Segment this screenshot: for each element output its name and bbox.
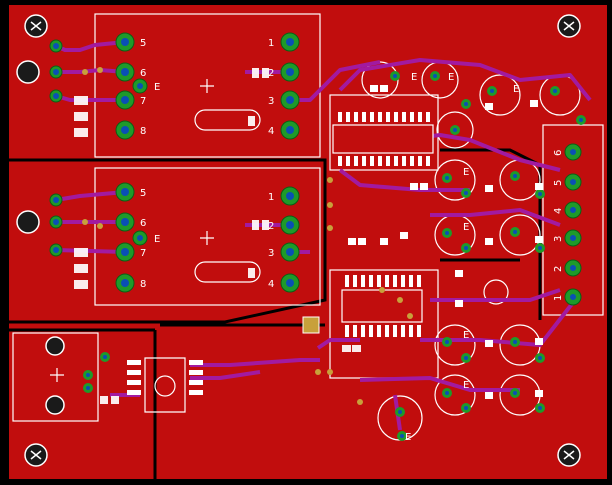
power-jack	[45, 336, 110, 415]
cap-marker-8: E	[405, 432, 411, 443]
relay-bottom-pin-left-1: 5	[140, 188, 146, 199]
terminal-block-icon	[564, 143, 582, 306]
cap-marker-3: E	[513, 84, 519, 95]
relay-top-pin-left-3: 7	[140, 96, 146, 107]
capacitor-icon	[348, 71, 586, 441]
mounting-hole-icon	[16, 14, 581, 467]
traces	[55, 40, 592, 431]
relay-top-pin-left-4: 8	[140, 126, 146, 137]
relay-bottom-pin-left-4: 8	[140, 279, 146, 290]
terminal-label-3: 3	[553, 236, 564, 242]
relay-top-pin-right-2: 2	[268, 68, 274, 79]
cap-marker-4: E	[463, 167, 469, 178]
relay-bottom-labels: 5 6 7 8 1 2 3 4 E	[140, 188, 274, 290]
capacitor-markers: E E E E E E E E	[405, 72, 519, 443]
ic-chip-icon	[127, 360, 203, 395]
relay-top-pin-right-4: 4	[268, 126, 274, 137]
relay-bottom-pin-left-2: 6	[140, 218, 146, 229]
cap-marker-6: E	[463, 330, 469, 341]
relay-bottom-pin-right-2: 2	[268, 221, 274, 232]
terminal-label-4: 4	[553, 208, 564, 214]
silkscreen	[12, 13, 604, 441]
via-holes	[82, 67, 413, 405]
cap-marker-7: E	[463, 380, 469, 391]
smd-pads	[74, 68, 361, 404]
relay-footprint-icon	[49, 182, 300, 293]
relay-top-pin-left-2: 6	[140, 68, 146, 79]
relay-footprint-icon	[49, 32, 300, 140]
cap-marker-5: E	[463, 222, 469, 233]
relay-top-labels: 5 6 7 8 1 2 3 4 E	[140, 38, 274, 137]
terminal-label-1: 1	[553, 295, 564, 301]
terminal-labels: 6 5 4 3 2 1	[553, 150, 564, 301]
relay-bottom-pin-right-3: 3	[268, 248, 274, 259]
relay-top-pin-right-3: 3	[268, 96, 274, 107]
ic-chip-icon	[332, 112, 434, 166]
relay-top-marker: E	[154, 82, 160, 93]
relay-bottom-pin-left-3: 7	[140, 248, 146, 259]
terminal-label-6: 6	[553, 150, 564, 156]
relay-bottom-pin-right-1: 1	[268, 192, 274, 203]
relay-bottom-marker: E	[154, 234, 160, 245]
cap-marker-2: E	[448, 72, 454, 83]
via-pad	[302, 316, 320, 334]
relay-bottom-pin-right-4: 4	[268, 279, 274, 290]
relay-top-pin-left-1: 5	[140, 38, 146, 49]
cap-marker-1: E	[411, 72, 417, 83]
terminal-label-2: 2	[553, 266, 564, 272]
relay-top-pin-right-1: 1	[268, 38, 274, 49]
terminal-label-5: 5	[553, 180, 564, 186]
